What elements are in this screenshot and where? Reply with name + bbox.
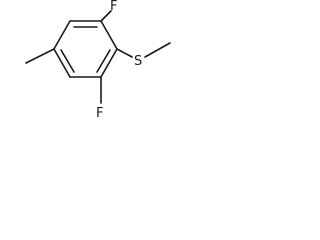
atom-labels: F F S xyxy=(96,0,142,121)
ring-bond-lower-left-inner xyxy=(60,49,75,73)
bond-to-fluorine-top xyxy=(100,10,112,22)
fluorine-bottom-label: F xyxy=(96,106,103,121)
ring-bond-upper-left xyxy=(53,20,71,50)
ring-bond-lower-right-inner xyxy=(96,49,111,73)
ring-bond-lower-left xyxy=(53,48,71,78)
ring-bond-upper-right xyxy=(100,20,118,50)
bond-methyl-left xyxy=(25,48,55,64)
chemical-structure: F F S xyxy=(25,0,171,121)
bonds xyxy=(25,10,171,104)
bond-to-sulfur xyxy=(116,48,133,58)
fluorine-top-label: F xyxy=(110,0,117,14)
ring-bond-lower-right xyxy=(100,48,118,78)
sulfur-label: S xyxy=(134,54,142,69)
bond-sulfur-methyl xyxy=(144,42,171,58)
